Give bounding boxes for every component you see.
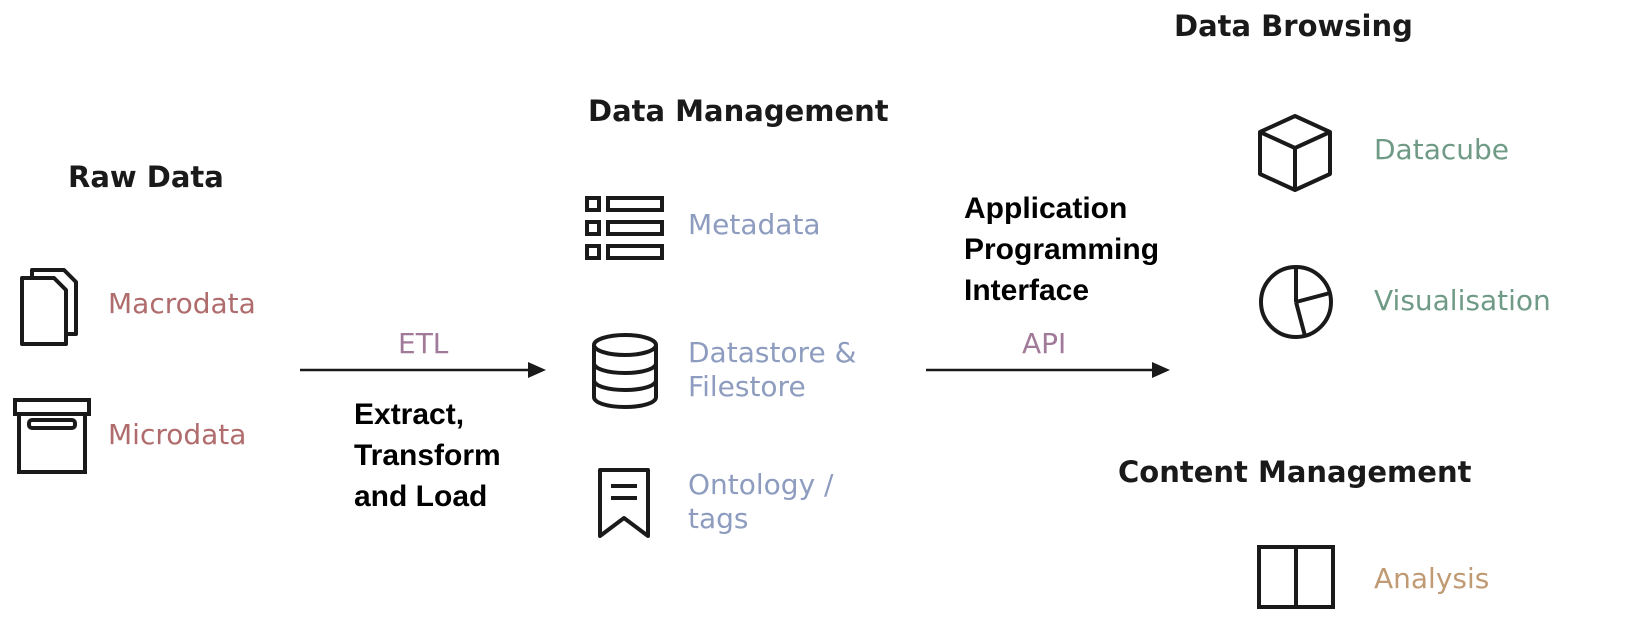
etl-label: ETL (398, 327, 449, 360)
ontology-tags-line: tags (688, 502, 749, 535)
pie-chart-icon (1259, 265, 1333, 339)
etl-arrow (300, 362, 546, 378)
macrodata-label: Macrodata (108, 287, 256, 320)
api-description-line: Interface (964, 274, 1090, 307)
api-label: API (1022, 327, 1067, 360)
ontology-tags-line: Ontology / (688, 468, 834, 501)
datastore-filestore-line: Filestore (688, 370, 806, 403)
etl-description-line: Transform (354, 439, 501, 472)
database-icon (592, 333, 658, 410)
metadata-label: Metadata (688, 208, 821, 241)
documents-icon (20, 268, 78, 346)
bookmark-icon (598, 468, 650, 538)
etl-description-line: Extract, (354, 398, 465, 431)
data-management-heading: Data Management (588, 94, 889, 128)
cube-icon (1258, 114, 1332, 192)
etl-description-line: and Load (354, 480, 488, 513)
columns-icon (1257, 545, 1335, 609)
analysis-label: Analysis (1374, 562, 1490, 595)
api-description: Application Programming Interface (964, 188, 1159, 311)
etl-description: Extract, Transform and Load (354, 394, 501, 517)
content-management-heading: Content Management (1118, 455, 1472, 489)
datacube-label: Datacube (1374, 133, 1509, 166)
data-browsing-heading: Data Browsing (1174, 9, 1413, 43)
list-icon (585, 196, 664, 260)
datastore-filestore-label: Datastore & Filestore (688, 336, 856, 404)
api-description-line: Programming (964, 233, 1160, 266)
visualisation-label: Visualisation (1374, 284, 1551, 317)
api-arrow (926, 362, 1170, 378)
raw-data-heading: Raw Data (68, 160, 224, 194)
datastore-filestore-line: Datastore & (688, 336, 857, 369)
microdata-label: Microdata (108, 418, 247, 451)
api-description-line: Application (964, 192, 1128, 225)
archive-box-icon (13, 398, 91, 474)
ontology-tags-label: Ontology / tags (688, 468, 833, 536)
